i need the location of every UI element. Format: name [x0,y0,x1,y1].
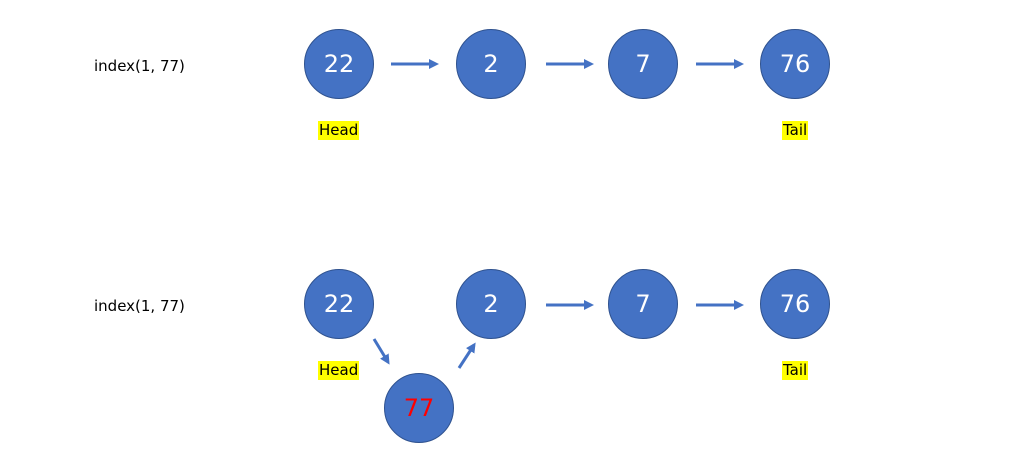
node-value: 2 [483,50,499,78]
node-value: 7 [635,50,651,78]
node-value: 22 [323,50,355,78]
node-after-2: 2 [456,269,526,339]
inserted-node-value: 77 [403,394,435,422]
head-label-after: Head [318,361,360,380]
node-before-4: 76 [760,29,830,99]
tail-label-before: Tail [782,121,809,140]
tail-label-after: Tail [782,361,809,380]
node-before-2: 2 [456,29,526,99]
arrow-after-22-to-77 [372,338,390,365]
node-after-3: 7 [608,269,678,339]
node-after-4: 76 [760,269,830,339]
node-value: 7 [635,290,651,318]
inserted-node: 77 [384,373,454,443]
operation-label-before: index(1, 77) [94,57,185,75]
arrow-after-77-to-2 [457,342,476,369]
node-before-3: 7 [608,29,678,99]
node-value: 76 [779,290,811,318]
node-after-1: 22 [304,269,374,339]
node-before-1: 22 [304,29,374,99]
head-label-before: Head [318,121,360,140]
node-value: 22 [323,290,355,318]
operation-label-after: index(1, 77) [94,297,185,315]
node-value: 2 [483,290,499,318]
node-value: 76 [779,50,811,78]
